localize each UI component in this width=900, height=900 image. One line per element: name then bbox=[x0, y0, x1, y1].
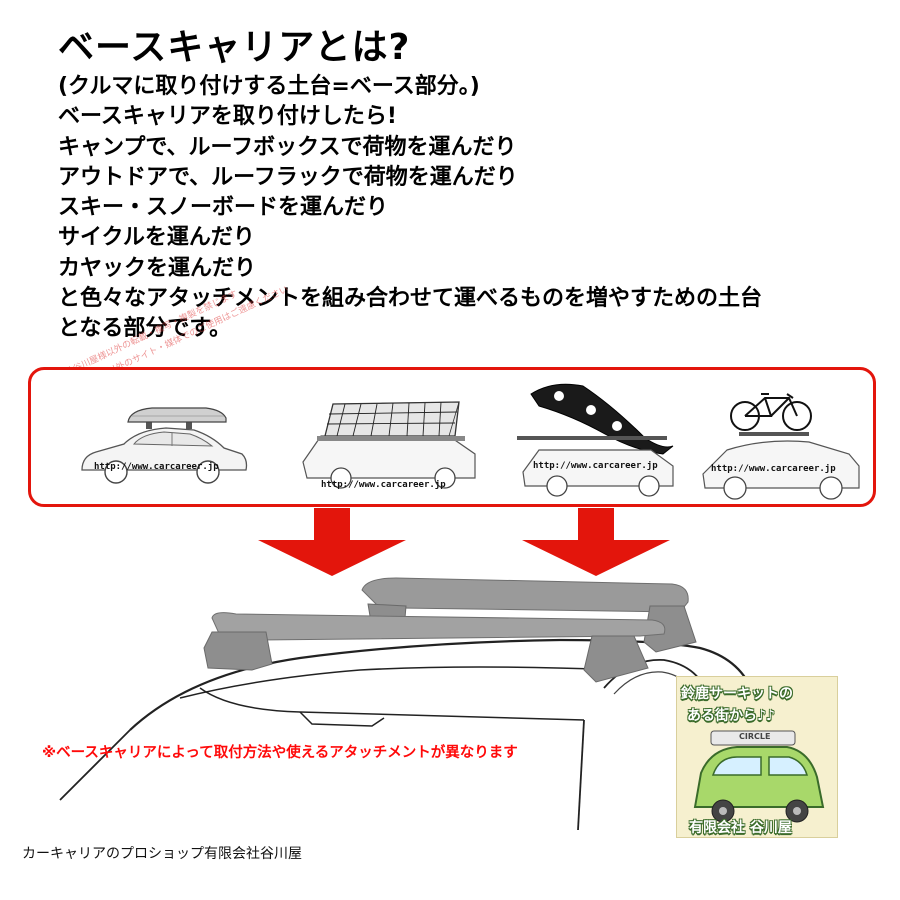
badge-sign: CIRCLE bbox=[739, 732, 771, 741]
base-carrier-diagram bbox=[59, 577, 782, 831]
description-line: サイクルを運んだり bbox=[58, 225, 255, 251]
description-line: (クルマに取り付けする土台=ベース部分。) bbox=[58, 74, 480, 99]
description-line: アウトドアで、ルーフラックで荷物を運んだり bbox=[58, 164, 518, 190]
description-line: と色々なアタッチメントを組み合わせて運べるものを増やすための土台 bbox=[58, 286, 763, 312]
car-with-roof-rack-icon bbox=[302, 401, 476, 489]
description-line: となる部分です。 bbox=[58, 316, 232, 342]
down-arrow-icon bbox=[522, 508, 670, 576]
example-url: http://www.carcareer.jp bbox=[94, 462, 219, 472]
down-arrow-icon bbox=[258, 508, 406, 576]
example-roof-rack: http://www.carcareer.jp bbox=[299, 392, 479, 497]
description-line: ベースキャリアを取り付けしたら! bbox=[58, 104, 397, 130]
page-title: ベースキャリアとは? bbox=[58, 27, 411, 68]
green-car-icon bbox=[693, 730, 825, 823]
example-roof-box: http://www.carcareer.jp bbox=[76, 404, 251, 494]
compatibility-note: ※ベースキャリアによって取付方法や使えるアタッチメントが異なります bbox=[42, 745, 518, 761]
car-with-roof-box-icon bbox=[81, 407, 248, 484]
description-line: スキー・スノーボードを運んだり bbox=[58, 195, 389, 221]
example-url: http://www.carcareer.jp bbox=[321, 480, 446, 490]
shop-name: カーキャリアのプロショップ有限会社谷川屋 bbox=[22, 846, 302, 862]
example-bicycle: http://www.carcareer.jp bbox=[699, 392, 864, 502]
description-block: (クルマに取り付けする土台=ベース部分。) ベースキャリアを取り付けしたら! キ… bbox=[58, 72, 762, 345]
car-with-kayak-icon bbox=[517, 383, 674, 497]
badge-shop-name: 有限会社 谷川屋 bbox=[689, 820, 792, 836]
badge-text: ある街から♪♪ bbox=[687, 708, 775, 724]
example-kayak: http://www.carcareer.jp bbox=[513, 376, 678, 500]
shop-badge: 鈴鹿サーキットの ある街から♪♪ CIRCLE 有限会社 谷川屋 bbox=[676, 676, 838, 838]
description-line: カヤックを運んだり bbox=[58, 255, 257, 281]
badge-text: 鈴鹿サーキットの bbox=[681, 686, 793, 702]
example-url: http://www.carcareer.jp bbox=[533, 461, 658, 471]
car-with-bicycle-icon bbox=[702, 393, 860, 500]
example-url: http://www.carcareer.jp bbox=[711, 464, 836, 474]
attachment-examples-panel: http://www.carcareer.jp http://www.carc bbox=[28, 367, 876, 507]
description-line: キャンプで、ルーフボックスで荷物を運んだり bbox=[58, 134, 517, 160]
